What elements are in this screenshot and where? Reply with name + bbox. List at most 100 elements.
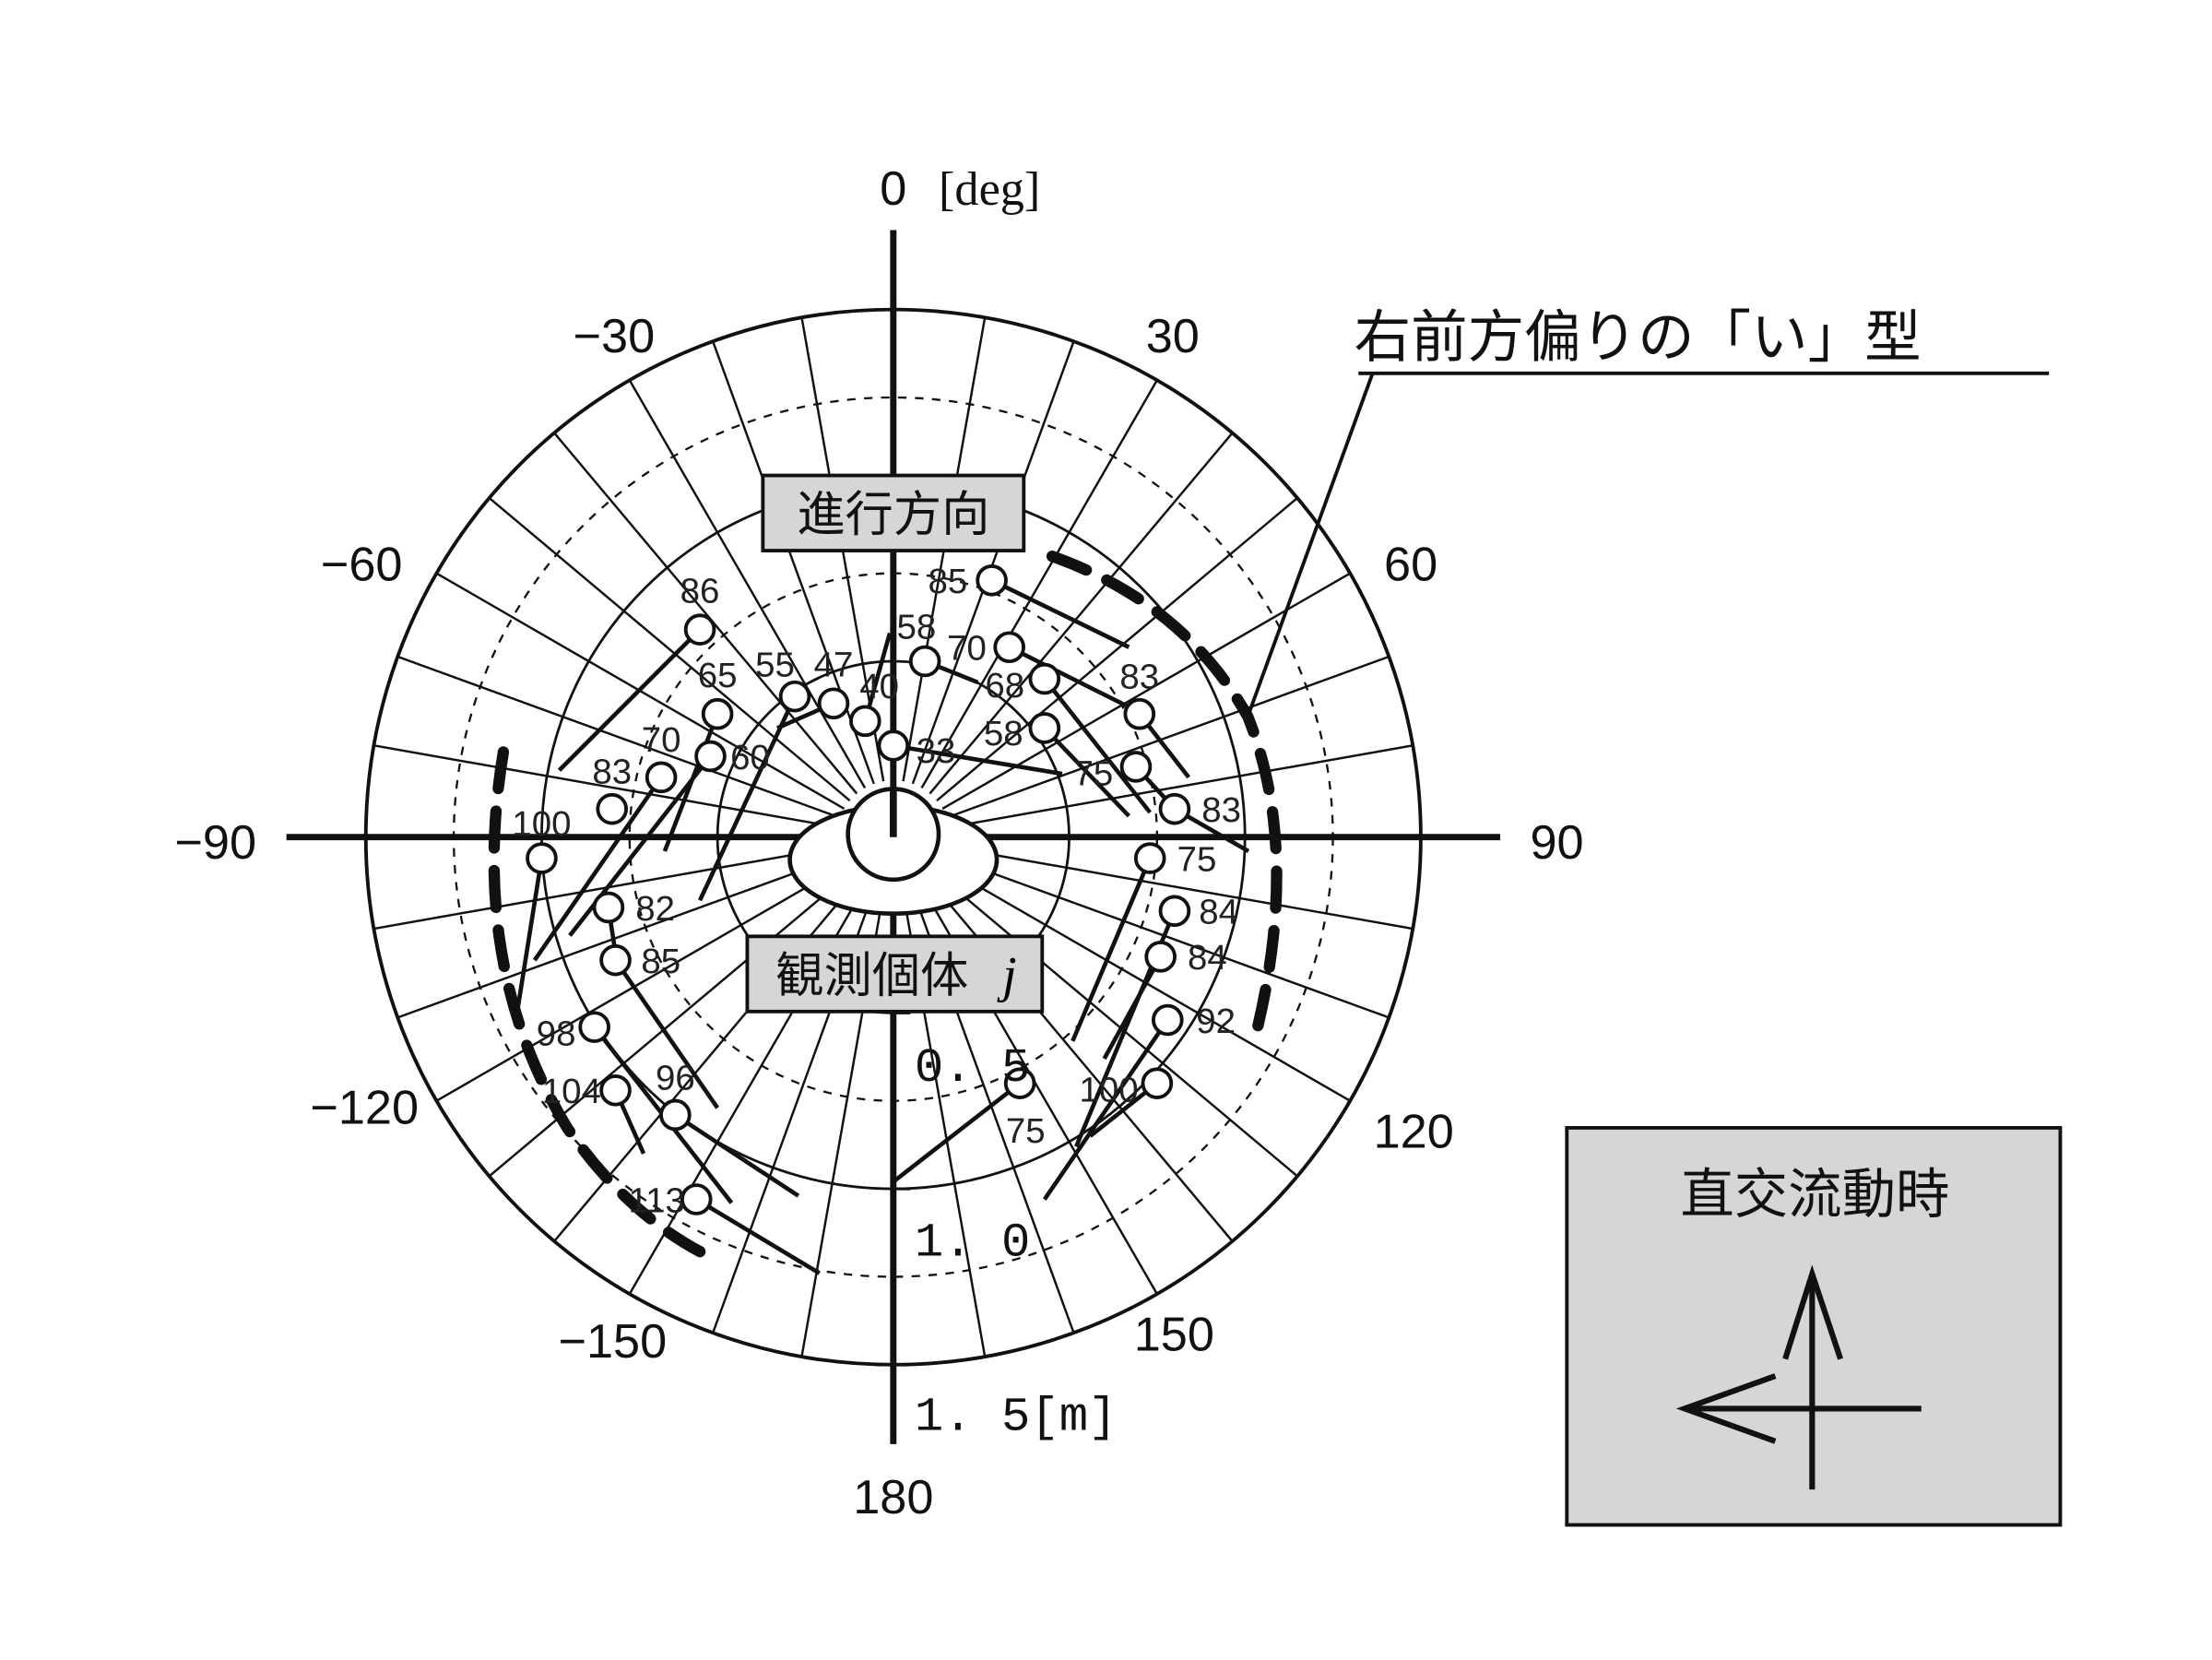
spoke-line [396,855,841,1019]
data-point: 84 [1102,938,1227,1061]
point-label: 96 [656,1058,695,1097]
bias-boundary [488,551,1283,1266]
point-label: 58 [984,714,1023,753]
data-point: 85 [929,562,1130,649]
angle-tick-label: 150 [1134,1308,1214,1361]
bias-boundary-left [488,746,722,1266]
point-label: 92 [1196,1002,1236,1041]
radial-tick-label: 1. 5[m] [915,1389,1118,1444]
data-point: 92 [1042,1002,1236,1201]
data-point: 113 [629,1180,821,1275]
point-marker [817,687,850,720]
spoke-line [488,497,851,802]
point-label: 83 [1201,790,1241,830]
angle-tick-label: 90 [1530,816,1583,870]
data-point: 100 [512,804,572,1014]
point-marker [683,613,716,646]
point-label: 75 [1073,753,1113,793]
point-marker [578,1011,610,1043]
point-label: 33 [917,731,956,771]
point-marker [1152,1003,1184,1037]
point-label: 113 [629,1180,685,1220]
point-marker [659,1098,692,1132]
point-label: 55 [755,646,795,685]
subject-symbol: j [997,946,1016,1002]
subject-box: 観測個体 j [745,934,1045,1014]
data-point: 83 [1119,658,1191,779]
point-marker [526,842,558,874]
point-label: 85 [929,562,968,601]
point-label: 75 [1006,1111,1046,1151]
point-label: 47 [814,646,854,685]
legend-box: 直交流動時 [1565,1126,2063,1527]
point-label: 83 [1119,658,1159,697]
angle-tick-label: −30 [574,310,656,363]
point-direction-line [892,1081,1022,1184]
point-marker [1133,842,1166,874]
point-direction-line [893,743,1063,777]
point-direction-line [515,858,544,1014]
point-label: 65 [698,656,738,695]
angle-tick-label: 60 [1384,538,1437,591]
point-direction-line [613,958,720,1109]
point-direction-line [1043,677,1153,814]
data-point: 83 [1158,790,1250,853]
spoke-line [488,872,851,1178]
angle-tick-label: −60 [321,538,403,591]
point-direction-line [674,1113,800,1198]
point-marker [1003,1067,1036,1099]
heading-box: 進行方向 [761,473,1026,552]
point-marker [877,729,910,762]
point-direction-line [990,578,1130,649]
data-point: 47 [776,646,854,730]
spoke-line [936,497,1298,802]
point-marker [1028,662,1061,695]
spoke-line [946,655,1390,819]
point-direction-line [697,695,798,902]
angle-unit: [deg] [939,162,1040,216]
point-label: 82 [635,889,675,929]
legend-up-arrow-icon [1782,1264,1844,1490]
point-label: 100 [512,804,571,844]
spoke-line [435,864,846,1102]
point-label: 86 [680,571,720,611]
point-marker [701,697,734,730]
data-point: 86 [557,571,720,772]
point-label: 60 [730,738,770,777]
point-label: 100 [1080,1071,1139,1110]
legend-title: 直交流動時 [1680,1163,1949,1226]
point-marker [645,761,678,794]
spoke-line [936,872,1298,1178]
radial-tick-label: 0. 5 [915,1040,1030,1096]
point-direction-line [1008,645,1130,709]
point-label: 58 [897,607,937,646]
data-point: 58 [897,607,979,685]
angle-tick-label: 0 [880,162,906,216]
point-marker [1158,792,1191,825]
point-marker [592,891,625,924]
data-point: 85 [599,942,720,1109]
spoke-line [946,855,1390,1019]
point-label: 40 [859,667,899,706]
point-marker [599,943,632,977]
spoke-line [396,655,841,819]
point-marker [596,792,629,825]
data-point: 83 [592,752,632,825]
bias-annotation: 右前方偏りの「い」型 [1246,303,2050,717]
radial-tick-label: 1. 0 [915,1215,1030,1270]
data-point: 75 [1071,839,1217,1042]
point-marker [908,645,941,678]
point-label: 70 [947,629,987,669]
angle-tick-label: 120 [1374,1105,1454,1158]
data-point: 33 [877,729,1063,777]
spoke-line [949,846,1414,931]
point-marker [1119,751,1153,783]
point-marker [1123,697,1156,730]
point-label: 75 [1177,839,1217,879]
angle-tick-label: −120 [310,1081,419,1134]
point-direction-line [1102,955,1163,1061]
data-point: 100 [1080,1067,1174,1138]
